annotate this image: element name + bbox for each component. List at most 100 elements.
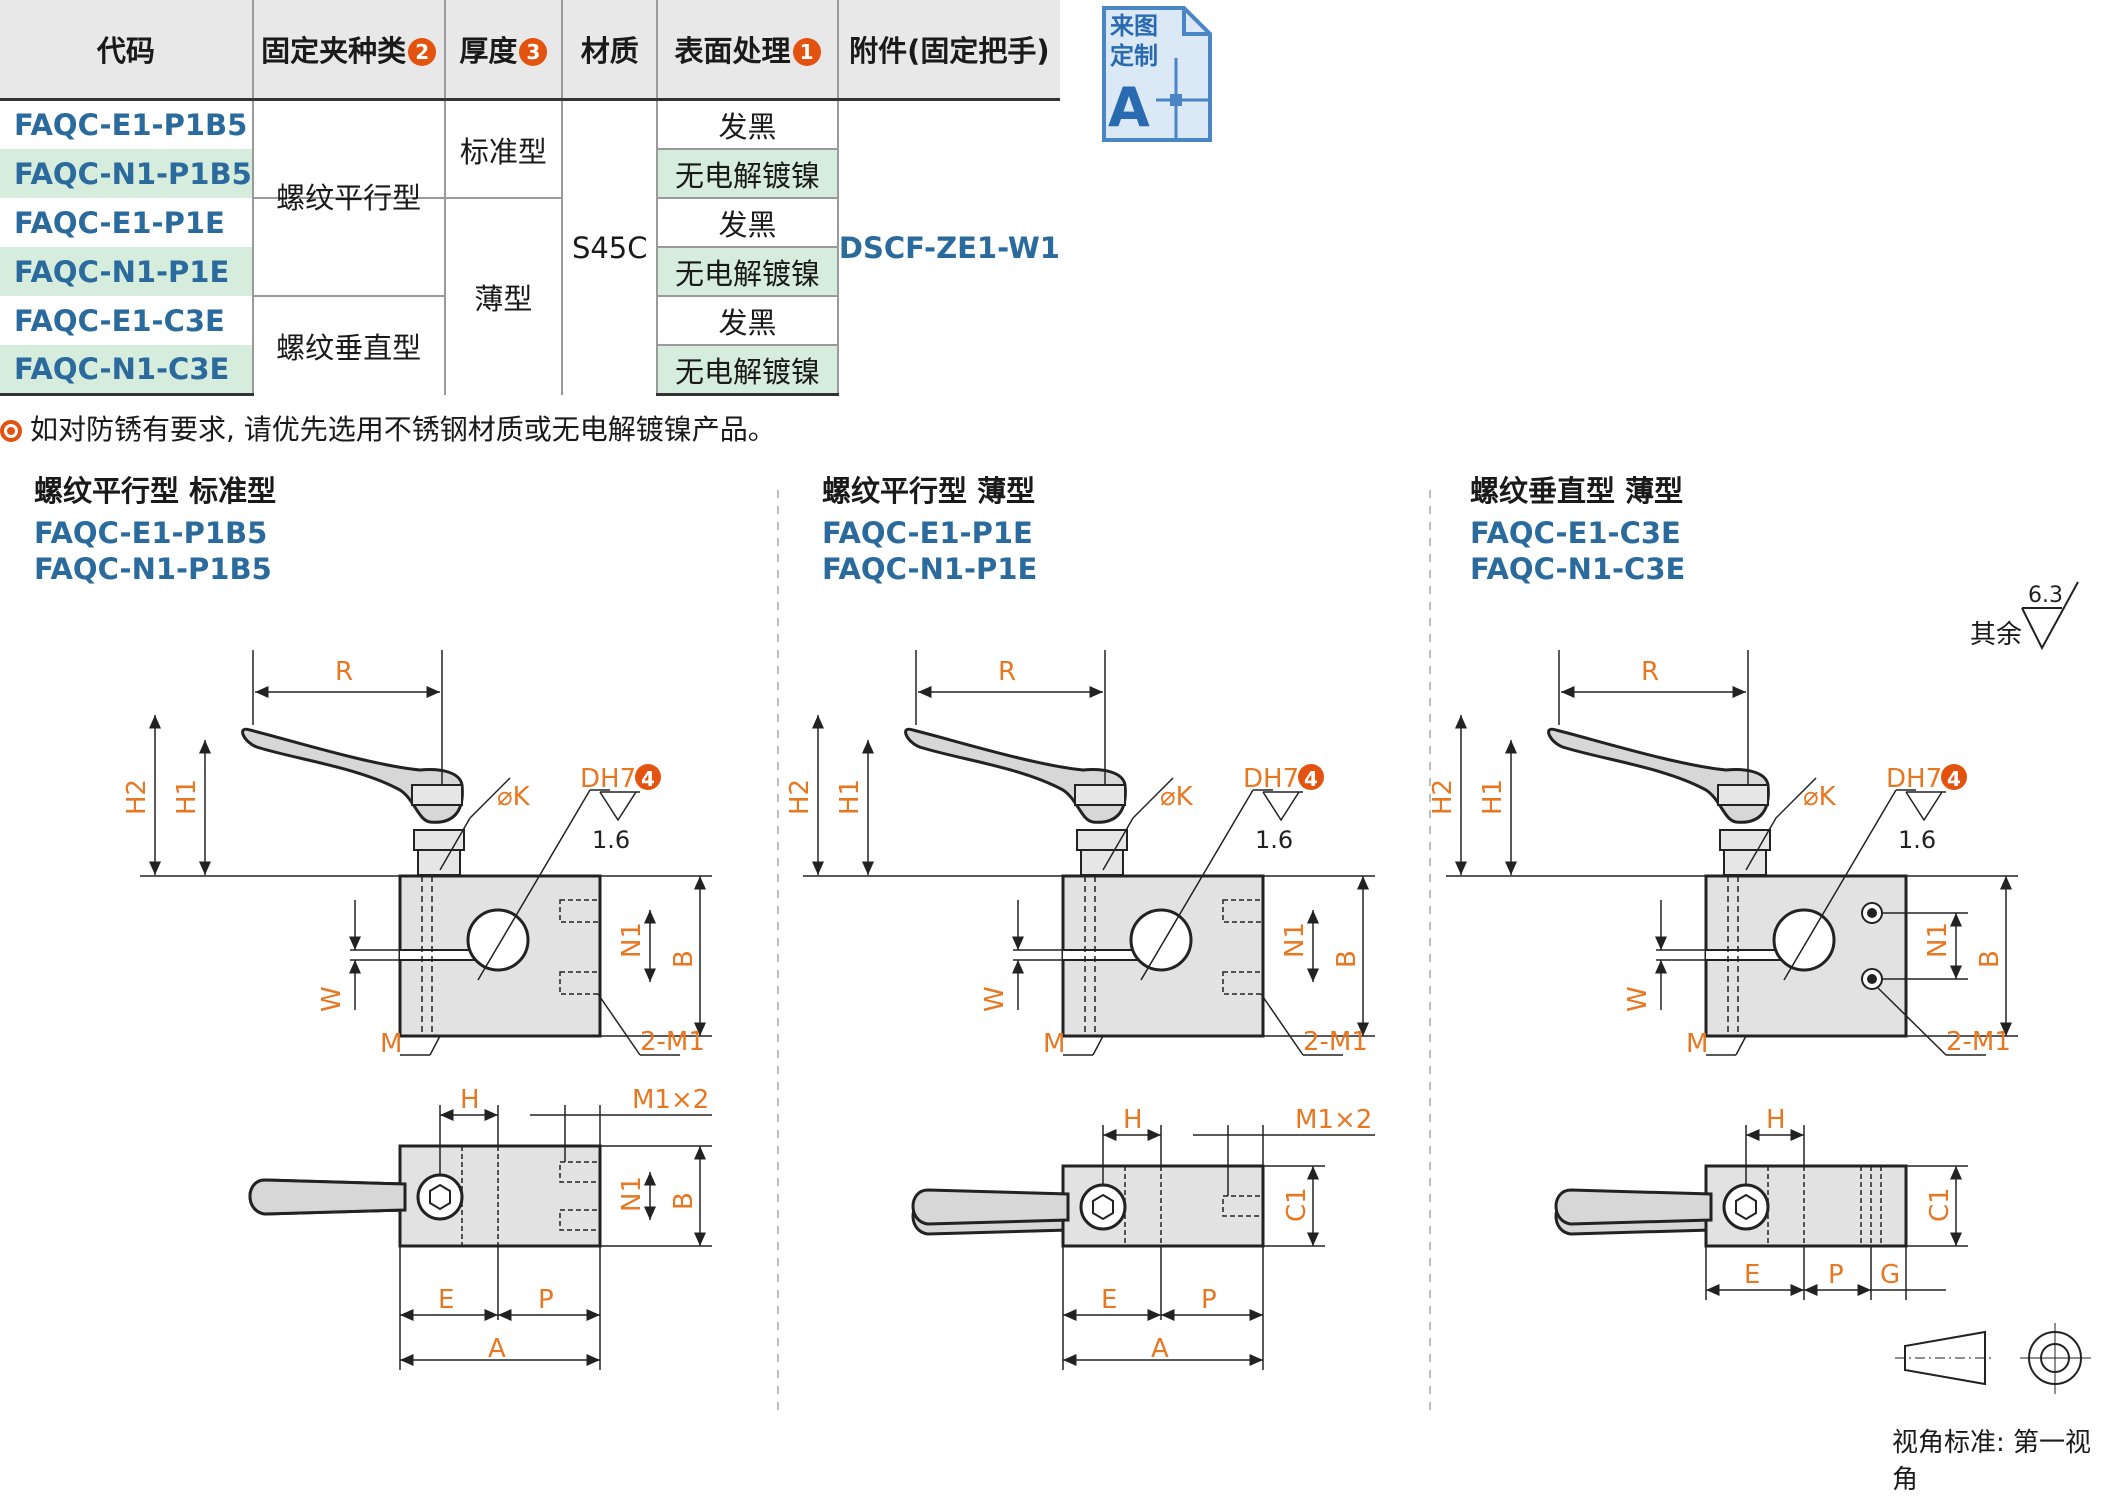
section-title: 螺纹平行型 薄型 [822, 474, 1036, 508]
header-material: 材质 [562, 0, 659, 101]
svg-text:W: W [1623, 986, 1653, 1012]
svg-text:C1: C1 [1282, 1187, 1312, 1222]
code-cell: FAQC-N1-P1B5 [0, 149, 254, 198]
svg-text:M1×2: M1×2 [1295, 1105, 1372, 1135]
svg-text:M: M [1686, 1029, 1708, 1059]
svg-text:DH7: DH7 [580, 764, 636, 794]
svg-text:R: R [335, 657, 353, 687]
svg-text:4: 4 [1304, 767, 1318, 791]
svg-text:H1: H1 [835, 779, 865, 815]
finish-cell: 无电解镀镍 [657, 149, 839, 199]
badge-1-icon: 1 [792, 38, 821, 66]
badge-3-icon: 3 [519, 38, 548, 66]
finish-cell: 发黑 [657, 198, 839, 248]
clamp-type-cell: 螺纹平行型 [252, 99, 446, 215]
svg-text:H2: H2 [122, 779, 152, 815]
section-title: 螺纹垂直型 薄型 [1470, 474, 1684, 508]
svg-text:C1: C1 [1925, 1187, 1955, 1222]
svg-text:H2: H2 [785, 779, 815, 815]
svg-text:DH7: DH7 [1886, 764, 1942, 794]
svg-text:M: M [1043, 1029, 1065, 1059]
finish-cell: 发黑 [657, 296, 839, 346]
svg-text:6.3: 6.3 [2028, 583, 2063, 608]
table-row: FAQC-N1-P1E 无电解镀镍 [0, 247, 1060, 297]
svg-text:4: 4 [641, 767, 655, 791]
section-title: 螺纹平行型 标准型 [34, 474, 277, 508]
svg-text:DH7: DH7 [1243, 764, 1299, 794]
code-cell: FAQC-E1-P1E [0, 198, 254, 247]
table-row: FAQC-N1-C3E 无电解镀镍 [0, 345, 1060, 396]
svg-text:N1: N1 [617, 1176, 647, 1212]
svg-text:W: W [317, 986, 347, 1012]
svg-text:H: H [1766, 1105, 1786, 1135]
svg-text:H1: H1 [172, 779, 202, 815]
table-row: FAQC-E1-P1B5 螺纹平行型 标准型 S45C 发黑 DSCF-ZE1-… [0, 99, 1060, 395]
svg-text:P: P [538, 1285, 554, 1315]
svg-text:H: H [460, 1085, 480, 1115]
finish-cell: 无电解镀镍 [657, 345, 839, 396]
badge-line2: 定制 [1110, 42, 1158, 70]
table-row: FAQC-E1-P1E 薄型 发黑 [0, 198, 1060, 395]
svg-text:B: B [1332, 950, 1362, 968]
svg-text:⌀K: ⌀K [497, 782, 531, 812]
roughness-symbol-icon: 6.3 [2021, 581, 2079, 651]
svg-text:M: M [380, 1029, 402, 1059]
badge-line1: 来图 [1110, 12, 1158, 40]
svg-text:E: E [1101, 1285, 1117, 1315]
finish-cell: 发黑 [657, 99, 839, 150]
svg-text:4: 4 [1947, 767, 1961, 791]
finish-cell: 无电解镀镍 [657, 247, 839, 297]
svg-text:B: B [669, 1192, 699, 1210]
note: 如对防锈有要求, 请优先选用不锈钢材质或无电解镀镍产品。 [0, 408, 776, 448]
thickness-cell: 标准型 [444, 99, 564, 199]
header-accessory: 附件(固定把手) [837, 0, 1060, 101]
svg-text:R: R [1641, 657, 1659, 687]
header-code: 代码 [0, 0, 254, 101]
table-row: FAQC-N1-P1B5 无电解镀镍 [0, 149, 1060, 199]
drawing-parallel-thin: R H2 H1 ⌀K DH7 4 1.6 N1 B W M 2-M1 [785, 650, 1375, 1370]
code-cell: FAQC-E1-C3E [0, 296, 254, 345]
svg-text:E: E [438, 1285, 454, 1315]
svg-text:⌀K: ⌀K [1803, 782, 1837, 812]
section-3-header: 螺纹垂直型 薄型 FAQC-E1-C3E FAQC-N1-C3E [1470, 468, 1685, 586]
svg-text:H2: H2 [1428, 779, 1458, 815]
section-2-header: 螺纹平行型 薄型 FAQC-E1-P1E FAQC-N1-P1E [822, 468, 1037, 586]
material-cell: S45C [562, 99, 659, 395]
technical-drawings: R H2 H1 ⌀K DH7 4 1.6 N1 B W M 2-M1 [122, 650, 2018, 1370]
svg-text:R: R [998, 657, 1016, 687]
thickness-cell: 薄型 [444, 198, 564, 395]
accessory-cell: DSCF-ZE1-W1 [838, 230, 1060, 265]
svg-text:H: H [1123, 1105, 1143, 1135]
svg-text:1.6: 1.6 [1898, 826, 1936, 854]
code-cell: FAQC-E1-P1B5 [0, 99, 254, 149]
svg-text:1.6: 1.6 [1255, 826, 1293, 854]
section-code: FAQC-N1-P1E [822, 552, 1038, 586]
section-code: FAQC-N1-C3E [1470, 552, 1686, 586]
drawing-vertical-thin: R H2 H1 ⌀K DH7 4 1.6 N1 B W M 2-M1 [1428, 650, 2018, 1300]
svg-text:P: P [1828, 1260, 1844, 1290]
note-bullet-icon [0, 420, 22, 442]
clamp-type-spacer [252, 198, 446, 297]
svg-text:A: A [1151, 1334, 1169, 1364]
badge-2-icon: 2 [408, 38, 437, 66]
svg-text:G: G [1880, 1260, 1900, 1290]
svg-text:W: W [980, 986, 1010, 1012]
other-surface-label: 其余 [1970, 620, 2023, 650]
svg-text:B: B [669, 950, 699, 968]
svg-text:⌀K: ⌀K [1160, 782, 1194, 812]
svg-text:N1: N1 [1280, 922, 1310, 958]
svg-text:A: A [488, 1334, 506, 1364]
first-angle-projection-icon [1895, 1323, 2091, 1394]
svg-text:N1: N1 [1923, 922, 1953, 958]
note-text: 如对防锈有要求, 请优先选用不锈钢材质或无电解镀镍产品。 [30, 413, 776, 446]
section-1-header: 螺纹平行型 标准型 FAQC-E1-P1B5 FAQC-N1-P1B5 [34, 468, 276, 586]
section-code: FAQC-E1-P1B5 [34, 516, 268, 550]
section-code: FAQC-E1-C3E [1470, 516, 1681, 550]
code-cell: FAQC-N1-C3E [0, 345, 254, 396]
svg-text:2-M1: 2-M1 [640, 1027, 705, 1057]
clamp-type-cell: 螺纹垂直型 [252, 296, 446, 395]
section-code: FAQC-E1-P1E [822, 516, 1033, 550]
